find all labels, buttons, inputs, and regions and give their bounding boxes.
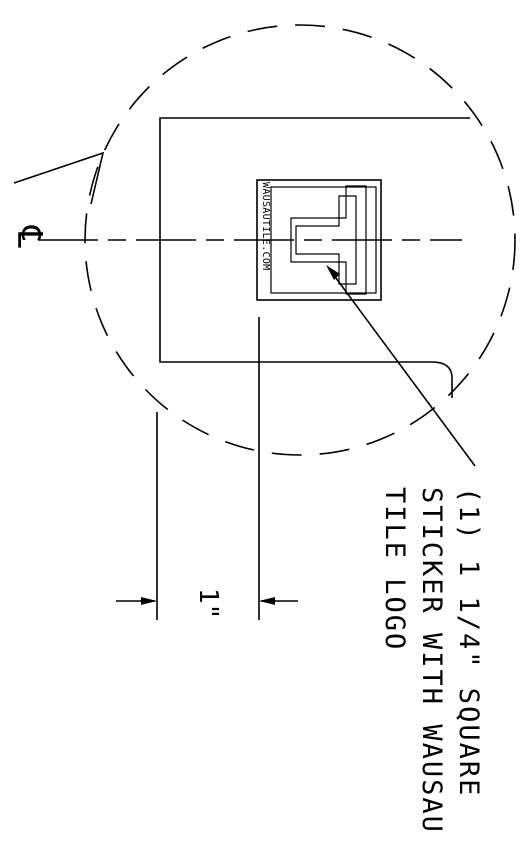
logo-text: WAUSAUTILE.COM: [260, 182, 271, 271]
sticker-inner-border: [270, 186, 377, 294]
dimension-1-inch: 1": [116, 317, 298, 620]
sticker-logo: WAUSAUTILE.COM: [256, 179, 382, 301]
leader-line: [329, 269, 476, 467]
leader-hook: [13, 151, 105, 205]
note-line-1: (1) 1 1/4" SQUARE: [453, 487, 484, 797]
dimension-arrow-right: [259, 597, 275, 605]
note-line-2: STICKER WITH WAUSAU: [416, 487, 447, 834]
callout-note: (1) 1 1/4" SQUARE STICKER WITH WAUSAU TI…: [379, 487, 484, 834]
leader-arrowhead: [326, 265, 340, 280]
sticker-square: [256, 179, 382, 301]
centerline-symbol: ℄: [9, 225, 49, 248]
dimension-value: 1": [193, 588, 223, 619]
dimension-arrow-left: [141, 597, 157, 605]
tile-outline: [159, 117, 470, 398]
wausau-logo-mark: [290, 185, 367, 295]
wausau-logo-inner: [295, 195, 357, 285]
note-line-3: TILE LOGO: [379, 487, 410, 651]
